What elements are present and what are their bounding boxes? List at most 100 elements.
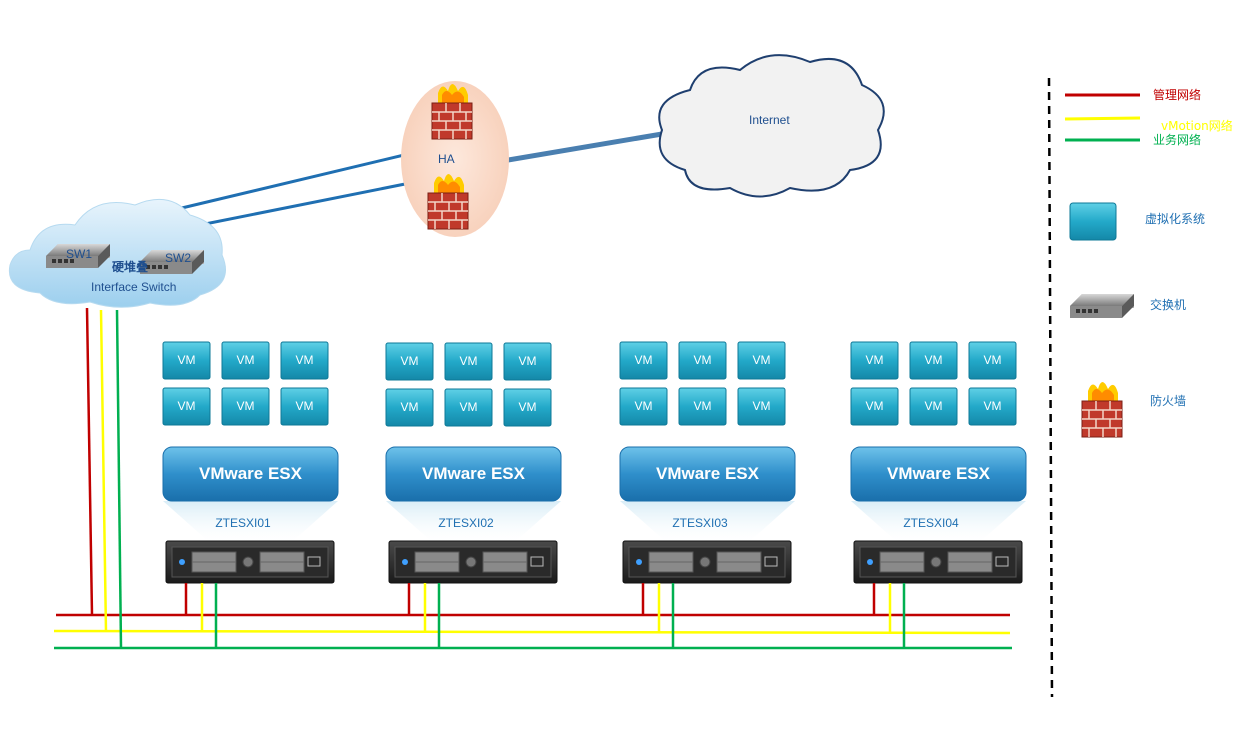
vm-tile [737, 387, 786, 426]
vm-label: VM [519, 400, 537, 414]
esx-box [385, 446, 562, 502]
vm-label: VM [925, 353, 943, 367]
vm-label: VM [984, 399, 1002, 413]
stack-label: 硬堆叠 [112, 259, 148, 274]
vm-tile [737, 341, 786, 380]
switch-legend-icon [1070, 294, 1134, 318]
server-icon [622, 540, 792, 584]
firewall-legend-icon [1081, 381, 1123, 438]
virtualization-legend-icon [1069, 202, 1117, 241]
cloud-shape [658, 54, 885, 198]
legend-business-label: 业务网络 [1153, 132, 1201, 147]
vm-label: VM [866, 399, 884, 413]
vm-label: VM [460, 400, 478, 414]
legend-divider [1047, 77, 1054, 698]
vm-tile [221, 387, 270, 426]
esx-label: VMware ESX [656, 464, 760, 483]
legend-vmotion-line [1064, 116, 1141, 121]
vm-tile [909, 387, 958, 426]
vm-label: VM [178, 353, 196, 367]
uplink-bottom [184, 178, 426, 230]
uplink-top [164, 148, 426, 214]
vm-label: VM [866, 353, 884, 367]
esx-label: VMware ESX [887, 464, 991, 483]
esx-beam [851, 501, 1026, 541]
switch-vmotion-link [99, 309, 108, 633]
vm-tile [968, 341, 1017, 380]
esx-box [619, 446, 796, 502]
ha-firewall-group: HA [401, 81, 509, 237]
vm-label: VM [296, 353, 314, 367]
vm-tile [280, 387, 329, 426]
vm-tile [221, 341, 270, 380]
vm-label: VM [694, 399, 712, 413]
server-icon [853, 540, 1023, 584]
vm-label: VM [401, 354, 419, 368]
legend: 管理网络 vMotion网络 业务网络 虚拟化系统 交换机 防火墙 [1047, 77, 1233, 698]
vm-tile [444, 388, 493, 427]
esx-host: VM VM VM VM VM VM VMware ESX ZTESXI04 [850, 341, 1027, 648]
vm-tile [503, 388, 552, 427]
vm-label: VM [753, 399, 771, 413]
vm-tile [444, 342, 493, 381]
legend-vmotion-label: vMotion网络 [1161, 118, 1233, 133]
server-icon [165, 540, 335, 584]
esx-beam [620, 501, 795, 541]
legend-switch-label: 交换机 [1150, 297, 1186, 312]
vm-label: VM [635, 399, 653, 413]
host-name: ZTESXI02 [438, 516, 494, 530]
interface-switch-label: Interface Switch [91, 280, 176, 294]
vm-tile [619, 387, 668, 426]
legend-management-label: 管理网络 [1153, 87, 1201, 102]
host-name: ZTESXI03 [672, 516, 728, 530]
vm-label: VM [694, 353, 712, 367]
vm-tile [850, 387, 899, 426]
internet-link [507, 130, 669, 163]
vm-tile [968, 387, 1017, 426]
ha-label: HA [438, 152, 455, 166]
sw1-label: SW1 [66, 247, 92, 261]
vm-tile [162, 387, 211, 426]
host-name: ZTESXI04 [903, 516, 959, 530]
vm-label: VM [296, 399, 314, 413]
vm-label: VM [984, 353, 1002, 367]
vm-label: VM [635, 353, 653, 367]
uplinks [164, 130, 669, 230]
network-bus [53, 307, 1012, 650]
server-icon [388, 540, 558, 584]
vm-label: VM [178, 399, 196, 413]
vm-label: VM [925, 399, 943, 413]
switch-business-link [115, 309, 123, 649]
vm-tile [678, 387, 727, 426]
switch-management-link [85, 307, 94, 616]
cloud-shape [8, 198, 226, 308]
esx-beam [163, 501, 338, 541]
legend-firewall-label: 防火墙 [1150, 393, 1186, 408]
vm-tile [162, 341, 211, 380]
sw2-label: SW2 [165, 251, 191, 265]
esx-box [850, 446, 1027, 502]
esx-host: VM VM VM VM VM VM VMware ESX ZTESXI02 [385, 342, 562, 648]
vm-label: VM [519, 354, 537, 368]
vm-tile [385, 342, 434, 381]
vm-tile [280, 341, 329, 380]
switch-cloud: SW1 SW2 硬堆叠 Interface Switch [8, 198, 226, 308]
esx-label: VMware ESX [199, 464, 303, 483]
vm-label: VM [237, 399, 255, 413]
vm-tile [503, 342, 552, 381]
internet-cloud: Internet [658, 54, 885, 198]
esx-box [162, 446, 339, 502]
vm-label: VM [401, 400, 419, 414]
esx-beam [386, 501, 561, 541]
esx-label: VMware ESX [422, 464, 526, 483]
vm-tile [909, 341, 958, 380]
vm-tile [619, 341, 668, 380]
vm-label: VM [237, 353, 255, 367]
vm-label: VM [460, 354, 478, 368]
legend-virtualization-label: 虚拟化系统 [1145, 212, 1205, 226]
vm-tile [678, 341, 727, 380]
